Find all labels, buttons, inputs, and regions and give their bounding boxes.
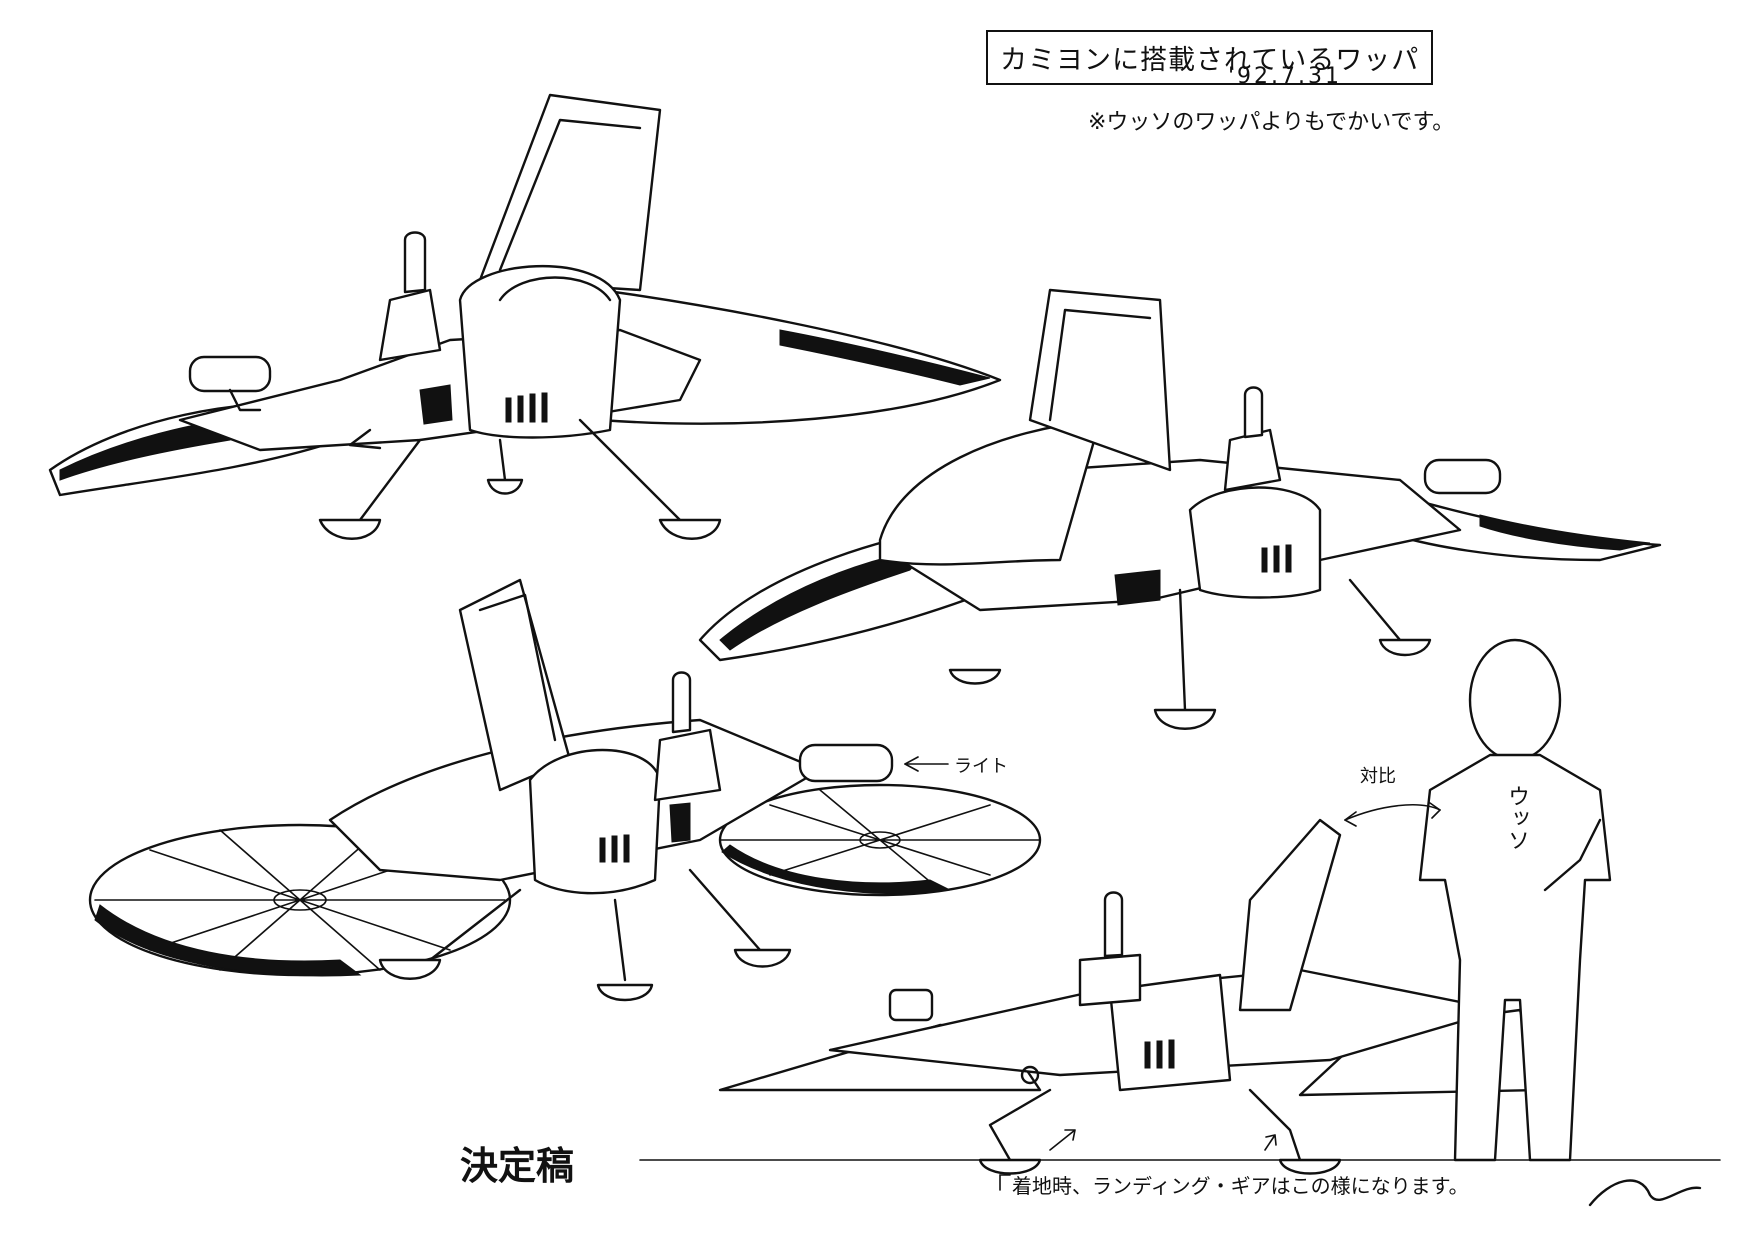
wappa-view-front-left [48, 93, 1002, 540]
final-draft-stamp: 決定稿 [460, 1143, 575, 1188]
wappa-view-landed-side [639, 638, 1721, 1207]
landing-gear-note: 着地時、ランディング・ギアはこの様になります。 [1012, 1174, 1469, 1198]
size-note: ※ウッソのワッパよりもでかいです。 [1088, 110, 1455, 135]
sheet-date: '92.7.31 [1228, 64, 1343, 89]
wappa-view-rear-right [698, 288, 1662, 730]
comparison-callout: 対比 [1360, 766, 1396, 787]
wappa-view-rotor-detail [88, 578, 1042, 1002]
sheet-title: カミヨンに搭載されているワッパ [986, 30, 1434, 85]
signature [1588, 1179, 1702, 1207]
figure-label: ウッソ [1504, 785, 1529, 851]
scale-figure-uso [1418, 638, 1612, 1162]
light-callout: ライト [954, 756, 1008, 777]
